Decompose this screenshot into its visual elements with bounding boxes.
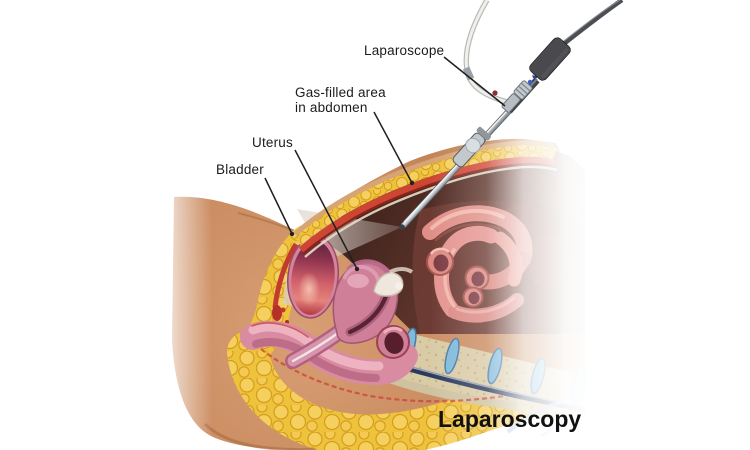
leader-dots — [289, 180, 415, 272]
gas-area-leader-line — [373, 111, 413, 184]
ovary-and-tube — [373, 267, 414, 297]
knurled-collar — [513, 80, 533, 100]
trocar-sleeve — [452, 126, 491, 168]
left-fade — [150, 120, 214, 450]
label-uterus: Uterus — [252, 135, 293, 150]
uterus-leader-line — [294, 149, 358, 270]
camera-cable — [559, 0, 624, 48]
camera-head — [529, 37, 571, 81]
laparoscope-instrument — [399, 0, 624, 230]
scope-tip — [399, 224, 405, 230]
sigmoid-colon-cross-section — [376, 325, 410, 359]
label-bladder: Bladder — [216, 162, 264, 177]
light-port — [501, 93, 521, 113]
label-laparoscope: Laparoscope — [364, 43, 445, 58]
fundus-highlight — [347, 274, 369, 288]
laparoscope-leader-line — [443, 56, 506, 107]
leader-lines — [264, 56, 506, 272]
front-muscle-line — [272, 242, 299, 309]
figure-title: Laparoscopy — [438, 406, 582, 432]
label-gas-filled-area: Gas-filled area in abdomen — [295, 85, 386, 115]
fat-rim-line — [254, 343, 506, 403]
rectum — [240, 320, 418, 386]
right-fade — [430, 0, 750, 450]
bladder-leader-line — [264, 177, 293, 235]
port-connector — [492, 90, 498, 96]
bladder-highlight — [298, 272, 320, 306]
